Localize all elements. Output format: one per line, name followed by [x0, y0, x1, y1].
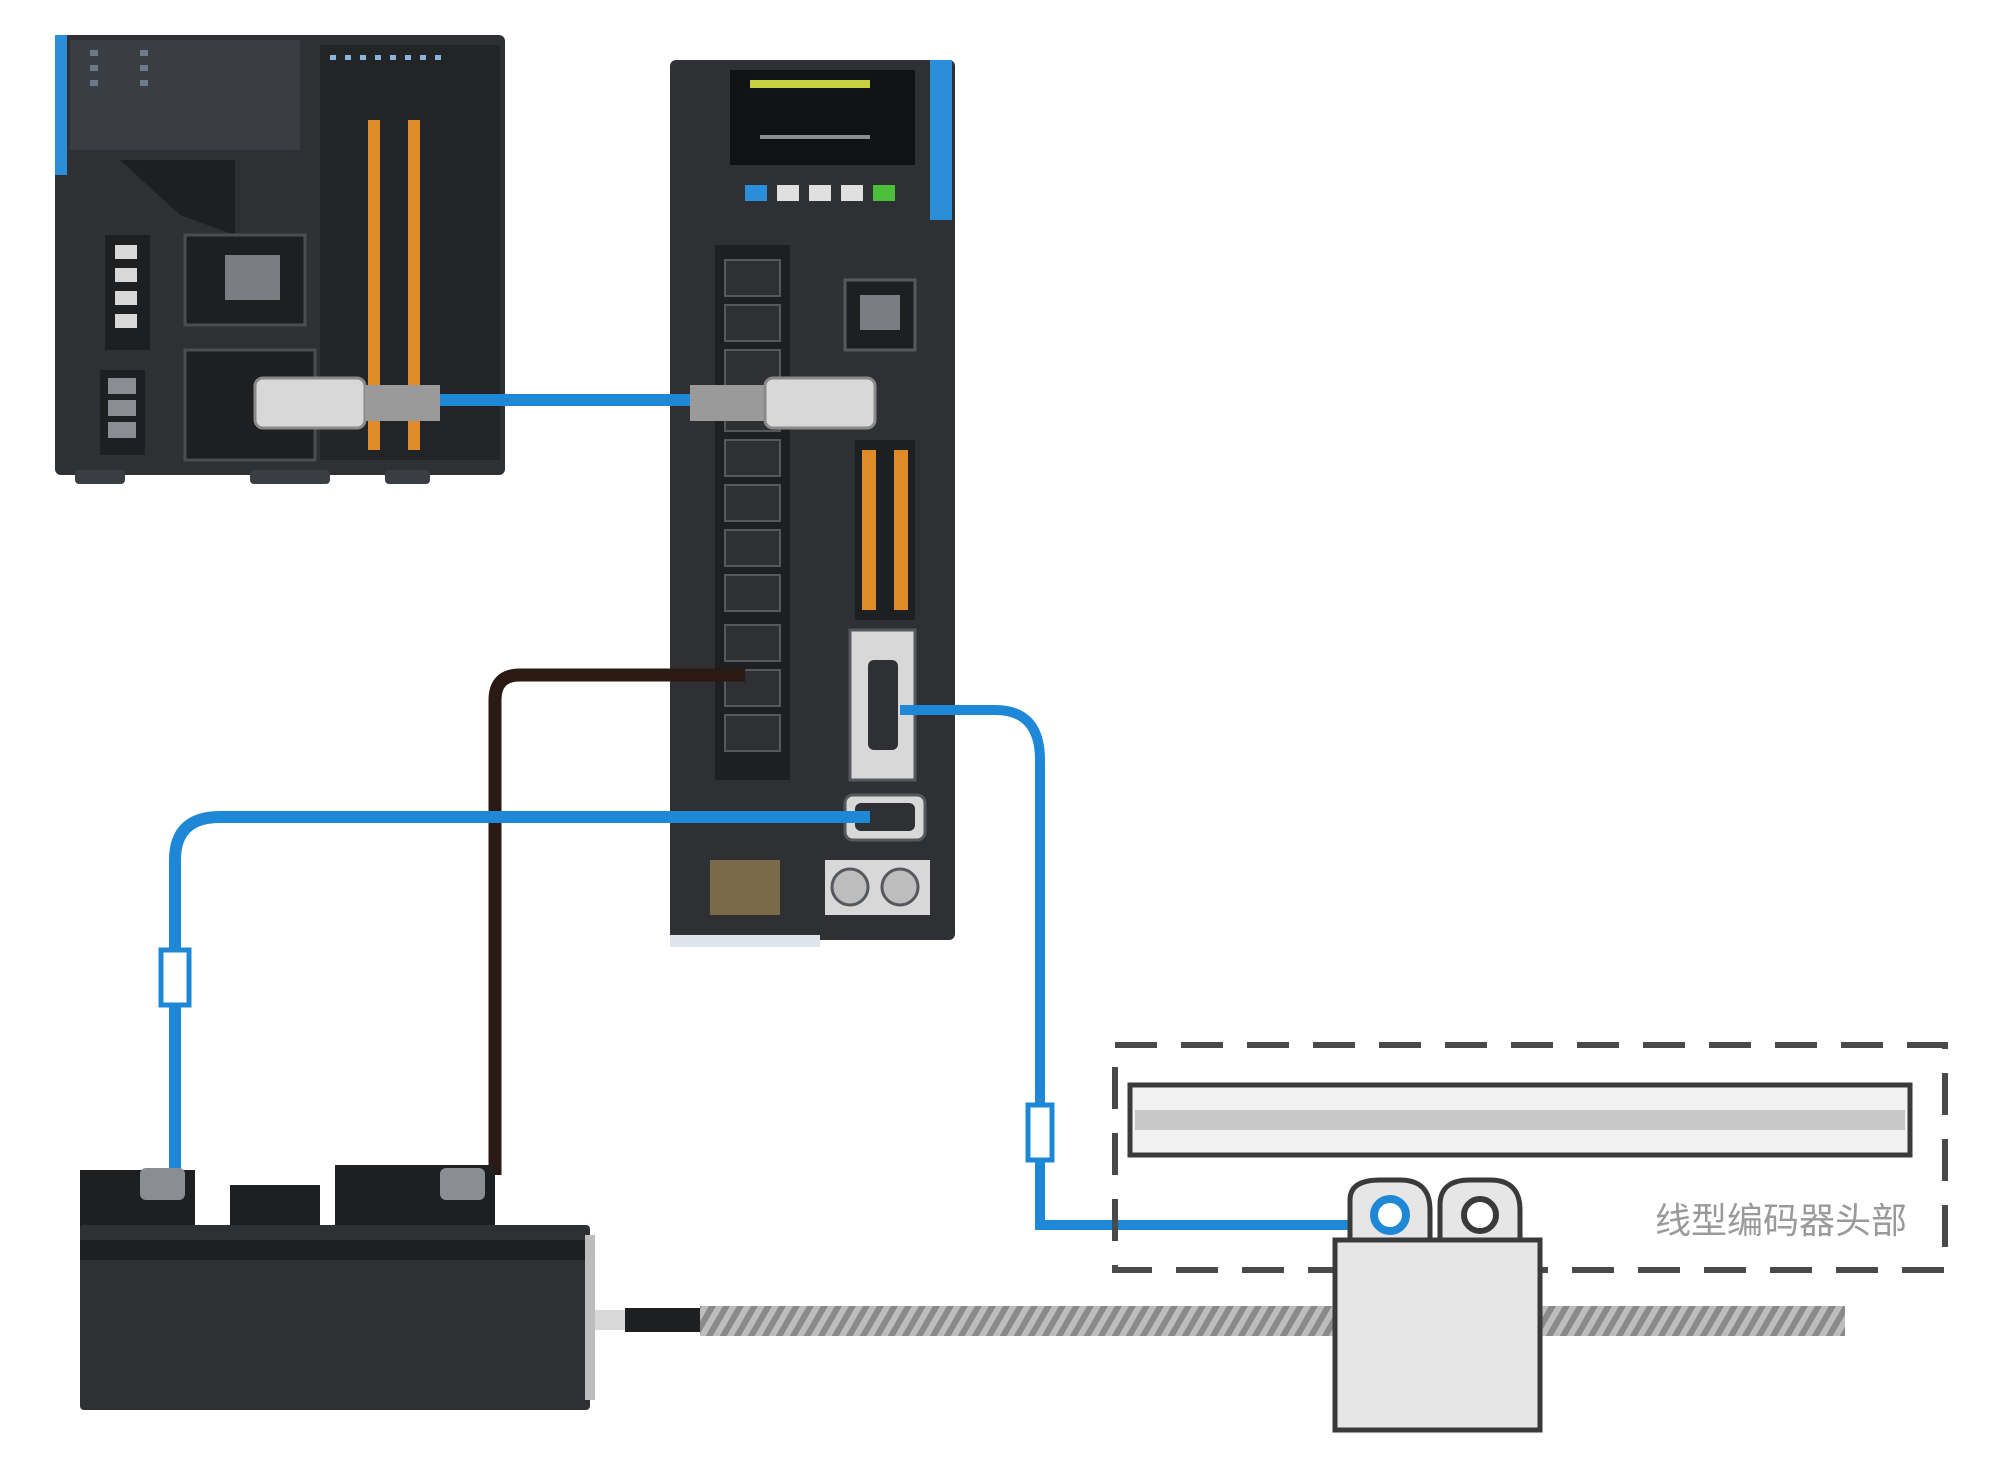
motor-power-cable: [488, 668, 745, 1175]
motor-encoder-cable: [158, 811, 870, 1175]
ethernet-cable: [253, 376, 877, 430]
encoder-head-label: 线型编码器头部: [1655, 1201, 1907, 1242]
ball-screw-icon: [595, 1306, 1845, 1336]
servo-motor-icon: [80, 1165, 595, 1410]
linear-encoder-cable: [900, 705, 1390, 1230]
encoder-head-icon: [1332, 1177, 1543, 1433]
linear-scale-icon: [1112, 1042, 1948, 1273]
servo-drive-icon: [670, 60, 955, 947]
